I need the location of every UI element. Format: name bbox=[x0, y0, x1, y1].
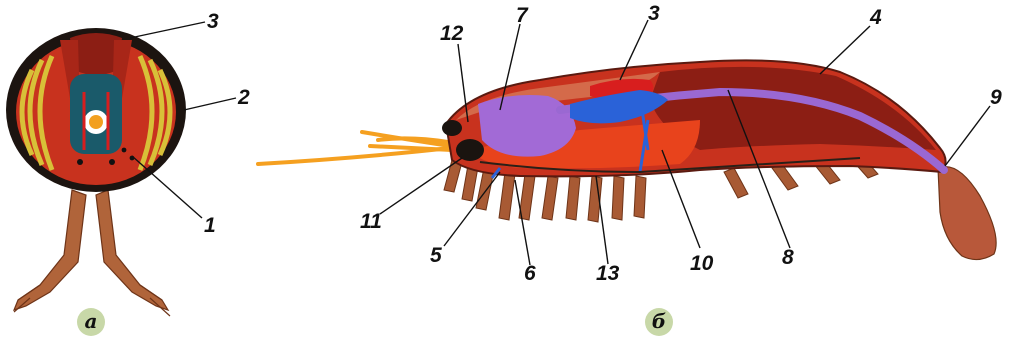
label-a-1: 1 bbox=[204, 214, 216, 237]
cross-section-legs bbox=[14, 190, 170, 316]
label-b-5: 5 bbox=[430, 244, 442, 267]
label-b-10: 10 bbox=[690, 252, 714, 275]
panel-a-label: а bbox=[85, 309, 98, 333]
label-a-3: 3 bbox=[207, 10, 219, 33]
cross-section-gut-core bbox=[89, 115, 103, 129]
label-b-9: 9 bbox=[990, 86, 1002, 109]
panel-b-label: б bbox=[652, 309, 666, 333]
cross-section-figure bbox=[6, 28, 186, 316]
tail-fan bbox=[938, 167, 996, 260]
panel-a-badge: а bbox=[77, 308, 105, 336]
eye bbox=[442, 120, 462, 136]
label-b-13: 13 bbox=[596, 262, 620, 285]
label-b-7: 7 bbox=[516, 4, 529, 27]
brain bbox=[456, 139, 484, 161]
label-b-8: 8 bbox=[782, 246, 794, 269]
label-b-3: 3 bbox=[648, 2, 660, 25]
label-b-4: 4 bbox=[869, 6, 882, 29]
stomach bbox=[478, 95, 576, 157]
antennae bbox=[258, 132, 452, 164]
label-b-6: 6 bbox=[524, 262, 536, 285]
label-b-12: 12 bbox=[440, 22, 464, 45]
label-a-2: 2 bbox=[237, 86, 250, 109]
panel-b-badge: б bbox=[645, 308, 673, 336]
label-b-11: 11 bbox=[360, 210, 382, 233]
